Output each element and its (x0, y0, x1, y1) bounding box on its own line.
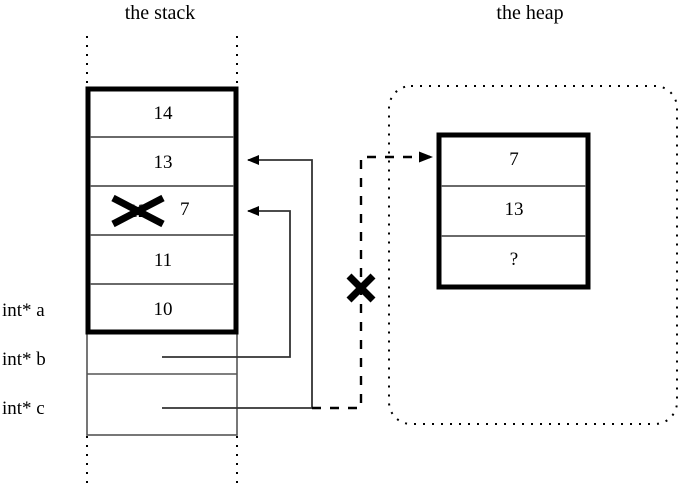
stack-cell-value-2-replacement: 7 (180, 199, 190, 220)
dangling-heap-edge (312, 151, 433, 410)
stack-cell-value-0: 14 (153, 103, 173, 124)
heap-block-box (436, 132, 591, 290)
pointer-label-a: int* a (2, 300, 45, 321)
dangling-edge-x-mark (346, 273, 376, 303)
stack-cell-value-2-struck: 12 (128, 201, 148, 222)
stack-dotted-extension-top (86, 36, 238, 87)
stack-title: the stack (124, 2, 196, 24)
pointer-c-arrow (162, 155, 313, 409)
heap-title: the heap (496, 2, 564, 24)
stack-dotted-extension-bottom (86, 436, 238, 489)
struck-value-x-mark (111, 194, 165, 228)
stack-cell-value-1: 13 (153, 152, 173, 173)
heap-cell-value-0: 7 (509, 149, 519, 170)
stack-frame-box (85, 86, 239, 335)
pointer-label-b: int* b (2, 349, 46, 370)
stack-cell-value-3: 11 (153, 250, 173, 271)
heap-cell-value-2: ? (509, 249, 519, 270)
stack-pointer-cells (86, 331, 238, 436)
pointer-label-c: int* c (2, 398, 45, 419)
stack-cell-value-4: 10 (153, 299, 173, 320)
pointer-b-arrow (162, 206, 291, 358)
heap-cell-value-1: 13 (504, 199, 524, 220)
